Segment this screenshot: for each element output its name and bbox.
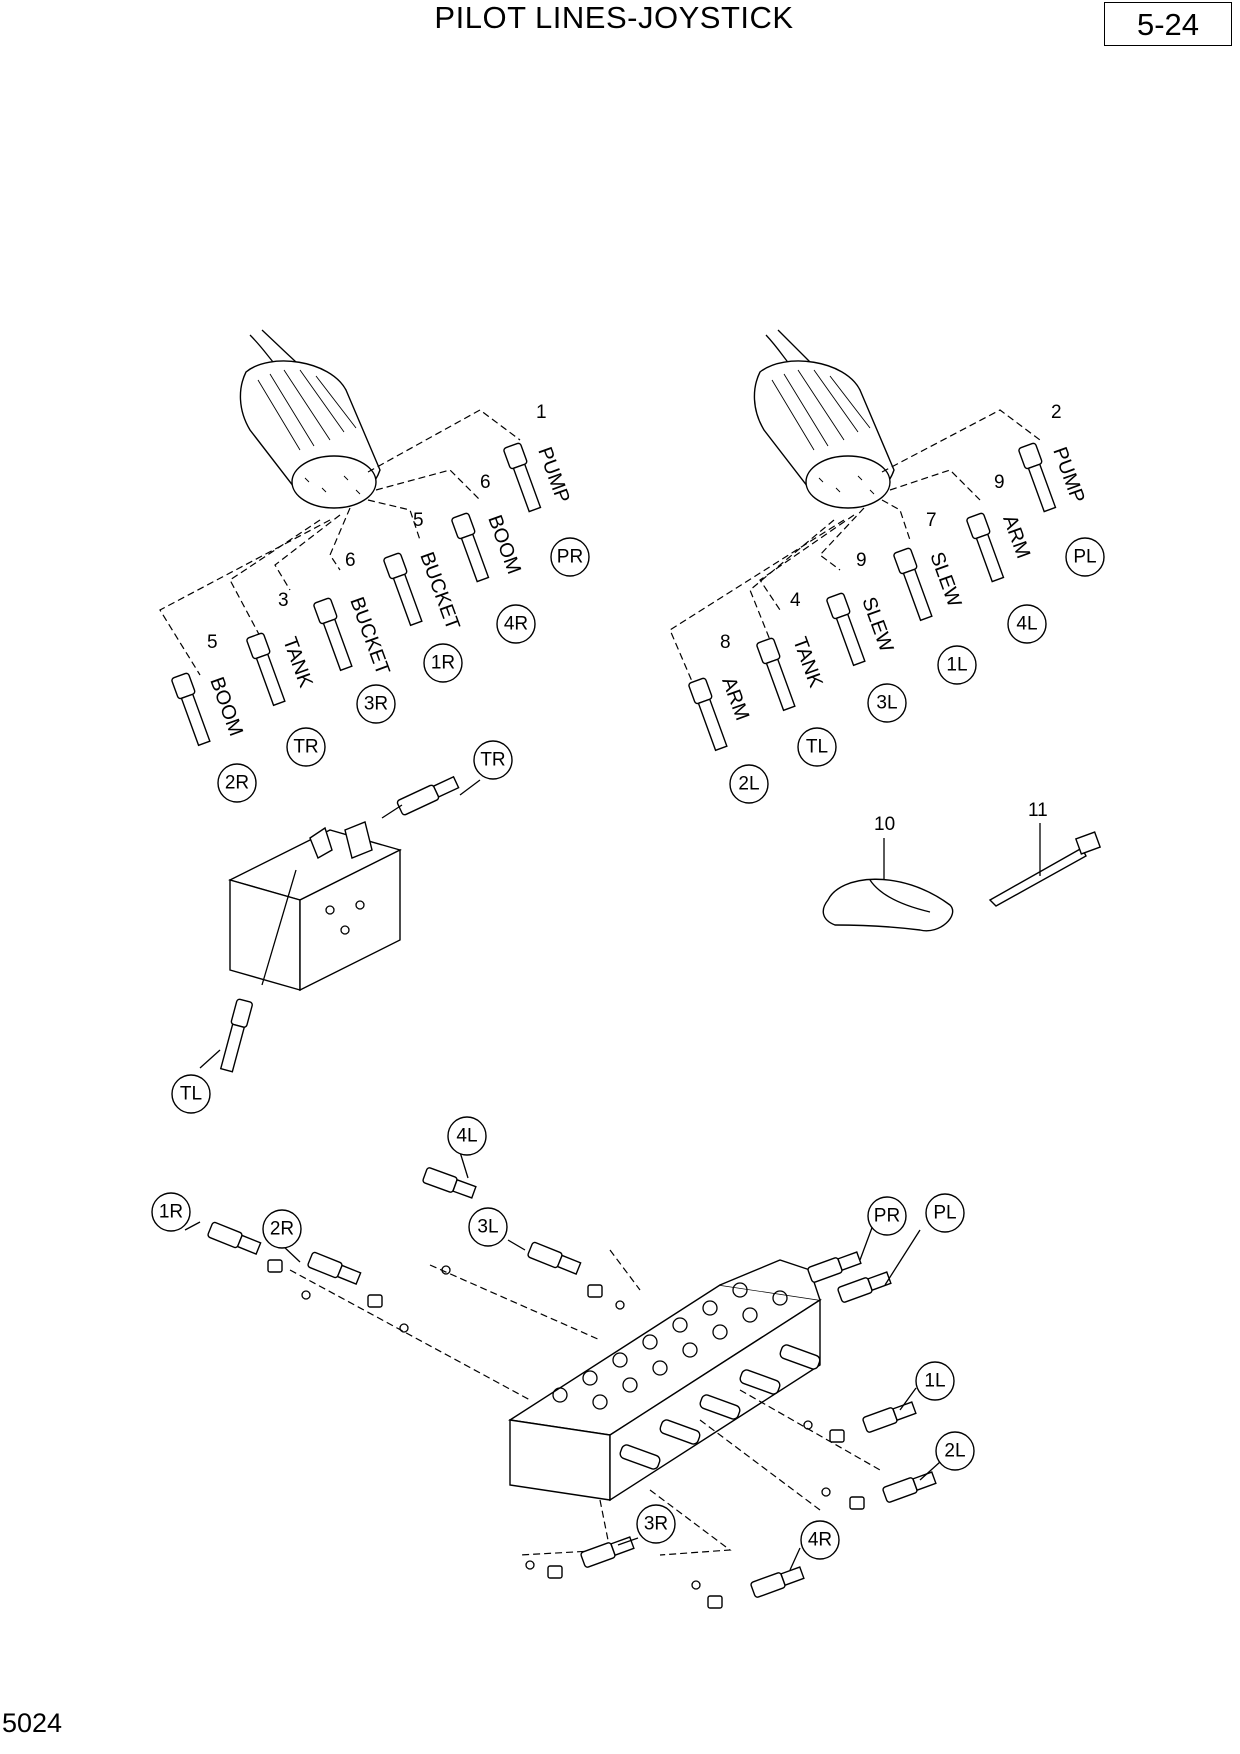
line-label: BOOM — [483, 512, 525, 577]
line-label: BOOM — [205, 674, 247, 739]
line-label: ARM — [998, 512, 1034, 561]
svg-text:1L: 1L — [946, 655, 967, 676]
item-number: 6 — [345, 550, 356, 571]
svg-text:3L: 3L — [876, 693, 897, 714]
tank-return-block — [219, 775, 460, 1073]
valve-spool-ports — [552, 1282, 821, 1470]
port-callout: PR — [550, 537, 590, 577]
line-label: PUMP — [533, 444, 573, 506]
item-number: 1 — [536, 402, 547, 423]
port-callout: 4R — [496, 604, 536, 644]
item-numbers: 1 2 3 4 5 5 6 6 7 8 9 9 10 11 — [207, 402, 1062, 835]
svg-text:2R: 2R — [270, 1219, 294, 1240]
port-callout: 1L — [937, 645, 977, 685]
port-callout: 2L — [935, 1431, 975, 1471]
joystick-right-assembly — [239, 329, 381, 509]
svg-text:1R: 1R — [159, 1202, 183, 1223]
hose-fittings-right-joystick — [171, 442, 542, 747]
port-callout: 2L — [729, 764, 769, 804]
port-callouts: PR 4R 1R 3R TR 2R PL 4L 1L 3L TL 2L TR T… — [151, 537, 1105, 1560]
line-label: TANK — [278, 634, 317, 691]
port-callout: PL — [925, 1193, 965, 1233]
port-callout: 2R — [262, 1209, 302, 1249]
routing-lines-right-joystick — [159, 409, 521, 676]
svg-text:2R: 2R — [225, 773, 249, 794]
svg-text:4L: 4L — [1016, 614, 1037, 635]
port-callout: 2R — [217, 763, 257, 803]
port-callout: 1L — [915, 1361, 955, 1401]
routing-lines-left-joystick — [669, 409, 1041, 701]
line-label: BUCKET — [415, 549, 463, 633]
item-number: 4 — [790, 590, 801, 611]
port-callout: 4L — [447, 1116, 487, 1156]
port-callout: TR — [473, 740, 513, 780]
port-callout: 3L — [867, 683, 907, 723]
port-callout: 1R — [423, 643, 463, 683]
part-11-cable-tie — [988, 823, 1102, 907]
svg-text:1L: 1L — [924, 1371, 945, 1392]
svg-text:TL: TL — [806, 737, 828, 758]
page-footer-code: 5024 — [2, 1708, 63, 1738]
port-callout: TL — [797, 727, 837, 767]
item-number: 8 — [720, 632, 731, 653]
item-number: 6 — [480, 472, 491, 493]
svg-text:TL: TL — [180, 1084, 202, 1105]
svg-text:4R: 4R — [808, 1530, 832, 1551]
svg-text:PL: PL — [1073, 547, 1096, 568]
port-callout: TL — [171, 1074, 211, 1114]
line-label: BUCKET — [345, 594, 393, 678]
svg-text:3R: 3R — [644, 1514, 668, 1535]
item-number: 9 — [856, 550, 867, 571]
svg-text:PL: PL — [933, 1203, 956, 1224]
line-label: SLEW — [925, 549, 965, 610]
svg-text:1R: 1R — [431, 653, 455, 674]
item-number: 9 — [994, 472, 1005, 493]
callout-leader-lines — [184, 779, 941, 1571]
item-number: 3 — [278, 590, 289, 611]
svg-text:2L: 2L — [738, 774, 759, 795]
line-label: SLEW — [857, 594, 897, 655]
port-callout: PL — [1065, 537, 1105, 577]
item-number: 5 — [207, 632, 218, 653]
svg-text:PR: PR — [874, 1206, 900, 1227]
part-10-protective-sleeve — [822, 838, 954, 932]
item-number: 10 — [874, 814, 895, 835]
svg-text:3R: 3R — [364, 694, 388, 715]
page-reference-box: 5-24 — [1104, 2, 1232, 46]
port-callout: TR — [286, 727, 326, 767]
port-callout: 3R — [356, 684, 396, 724]
port-callout: 3L — [468, 1207, 508, 1247]
item-number: 7 — [926, 510, 937, 531]
svg-text:4R: 4R — [504, 614, 528, 635]
main-control-valve — [508, 1259, 822, 1502]
port-callout: 3R — [636, 1504, 676, 1544]
joystick-left-assembly — [753, 329, 895, 509]
item-number: 11 — [1028, 800, 1048, 821]
item-number: 5 — [413, 510, 424, 531]
svg-text:3L: 3L — [477, 1217, 498, 1238]
line-label: TANK — [788, 634, 827, 691]
item-number: 2 — [1051, 402, 1062, 423]
line-label: ARM — [717, 674, 753, 723]
page-title: PILOT LINES-JOYSTICK — [434, 0, 794, 35]
port-callout: PR — [867, 1196, 907, 1236]
valve-connector-fittings — [207, 1167, 937, 1609]
hose-fittings-left-joystick — [688, 442, 1057, 752]
routing-lines-control-valve — [289, 1249, 881, 1556]
svg-text:PR: PR — [557, 547, 583, 568]
svg-text:TR: TR — [293, 737, 318, 758]
svg-text:4L: 4L — [456, 1126, 477, 1147]
svg-text:2L: 2L — [944, 1441, 965, 1462]
port-callout: 1R — [151, 1192, 191, 1232]
port-callout: 4L — [1007, 604, 1047, 644]
svg-text:TR: TR — [480, 750, 505, 771]
port-callout: 4R — [800, 1520, 840, 1560]
line-label: PUMP — [1048, 444, 1088, 506]
